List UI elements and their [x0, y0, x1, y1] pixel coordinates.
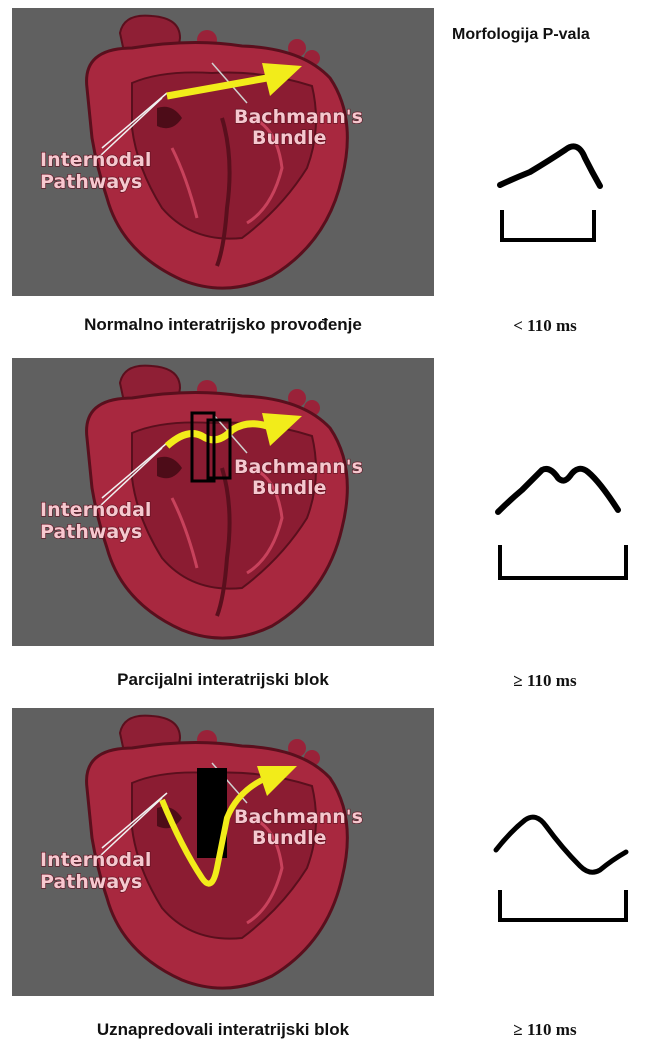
p-wave-normal [470, 130, 640, 300]
internodal-label-line1: Internodal [40, 149, 151, 171]
bachmann-label-line1: Bachmann's [234, 456, 363, 478]
duration-partial-block: ≥ 110 ms [470, 671, 620, 691]
bachmann-label-line1: Bachmann's [234, 106, 363, 128]
duration-advanced-block: ≥ 110 ms [470, 1020, 620, 1040]
p-wave-partial-block [470, 450, 640, 620]
heart-illustration: Bachmann's Bundle Internodal Pathways [12, 358, 434, 646]
internodal-label-line1: Internodal [40, 849, 151, 871]
heart-illustration: Bachmann's Bundle Internodal Pathways [12, 708, 434, 996]
bachmann-label-line2: Bundle [252, 477, 327, 499]
bachmann-label-line2: Bundle [252, 127, 327, 149]
panel-caption-normal: Normalno interatrijsko provođenje [12, 315, 434, 335]
internodal-label-line2: Pathways [40, 171, 142, 193]
internodal-label-line2: Pathways [40, 521, 142, 543]
duration-normal: < 110 ms [470, 316, 620, 336]
bachmann-label-line1: Bachmann's [234, 806, 363, 828]
bachmann-label-line2: Bundle [252, 827, 327, 849]
panel-caption-advanced-block: Uznapredovali interatrijski blok [12, 1020, 434, 1040]
page-title: Morfologija P-vala [452, 26, 652, 44]
heart-illustration: Bachmann's Bundle Internodal Pathways [12, 8, 434, 296]
heart-diagram-normal: Bachmann's Bundle Internodal Pathways [12, 8, 434, 296]
p-wave-advanced-block [470, 790, 640, 960]
panel-caption-partial-block: Parcijalni interatrijski blok [12, 670, 434, 690]
heart-diagram-advanced-block: Bachmann's Bundle Internodal Pathways [12, 708, 434, 996]
heart-diagram-partial-block: Bachmann's Bundle Internodal Pathways [12, 358, 434, 646]
internodal-label-line1: Internodal [40, 499, 151, 521]
internodal-label-line2: Pathways [40, 871, 142, 893]
